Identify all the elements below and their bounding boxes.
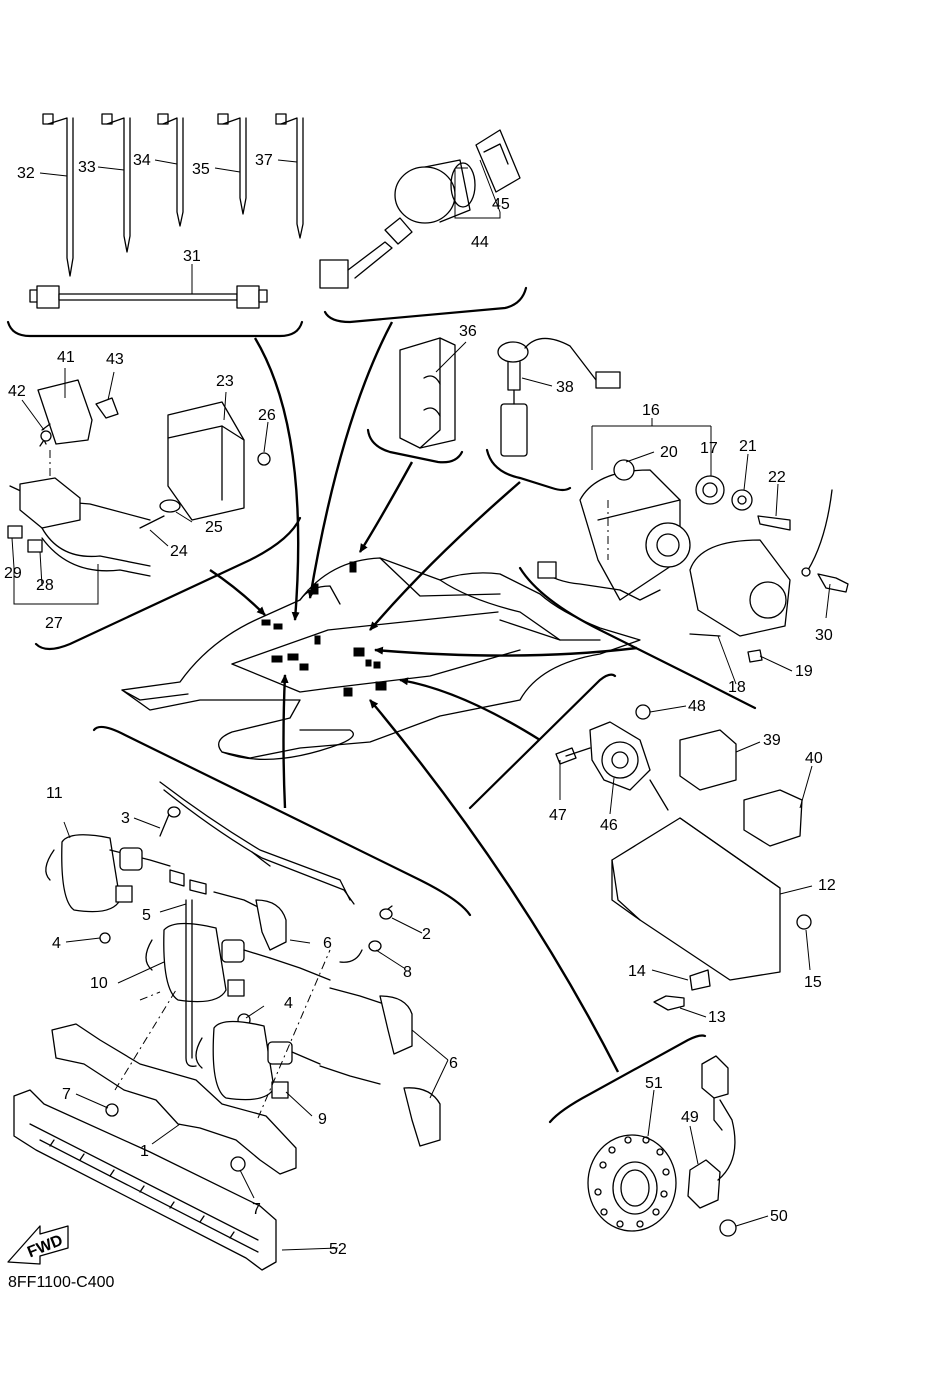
sensor-38 [497,337,621,457]
main-switch [319,129,521,289]
callout-6b: 6 [449,1055,458,1072]
callout-43: 43 [106,351,124,368]
callout-7b: 7 [252,1201,261,1218]
location-arrows [209,321,638,1073]
callout-16: 16 [642,402,660,419]
harness-35 [217,113,247,215]
callout-10: 10 [90,975,108,992]
callout-50: 50 [770,1208,788,1225]
relay-and-sensor-group [555,704,812,1011]
callout-27: 27 [45,615,63,632]
figure-code: 8FF1100-C400 [8,1274,115,1291]
callout-33: 33 [78,159,96,176]
callout-11: 11 [46,785,63,802]
callout-21: 21 [739,438,757,455]
harness-34 [157,113,184,227]
flywheel-sensor-group [587,1055,737,1237]
callout-25: 25 [205,519,223,536]
harness-33 [101,113,131,253]
callout-36: 36 [459,323,477,340]
callout-4a: 4 [52,935,61,952]
callout-3: 3 [121,810,130,827]
fwd-arrow: FWD [7,1225,69,1265]
regulator-group [7,379,271,577]
callout-23: 23 [216,373,234,390]
callout-17: 17 [700,440,718,457]
callout-9: 9 [318,1111,327,1128]
callout-6a: 6 [323,935,332,952]
callout-26: 26 [258,407,276,424]
callout-5: 5 [142,907,151,924]
callout-31: 31 [183,248,201,265]
harness-32 [42,113,74,277]
callout-24: 24 [170,543,188,560]
callout-29: 29 [4,565,22,582]
callout-48: 48 [688,698,706,715]
callout-7a: 7 [62,1086,71,1103]
harness-37 [275,113,304,239]
callout-30: 30 [815,627,833,644]
callout-8: 8 [403,964,412,981]
callout-15: 15 [804,974,822,991]
callout-42: 42 [8,383,26,400]
callout-52: 52 [329,1241,347,1258]
callout-12: 12 [818,877,836,894]
callout-20: 20 [660,444,678,461]
callout-35: 35 [192,161,210,178]
callout-32: 32 [17,165,35,182]
group-brackets [6,286,757,1124]
callout-18: 18 [728,679,746,696]
callout-37: 37 [255,152,273,169]
callout-41: 41 [57,349,75,366]
callout-22: 22 [768,469,786,486]
leader-lines [11,159,831,1251]
callout-13: 13 [708,1009,726,1026]
snowmobile-outline [121,557,641,761]
wire-harness-set [29,113,304,309]
callout-28: 28 [36,577,54,594]
callout-labels: 32 33 34 35 37 31 45 44 36 38 41 43 42 2… [4,152,836,1258]
callout-34: 34 [133,152,151,169]
callout-47: 47 [549,807,567,824]
throttle-sensor-assembly [537,459,849,663]
callout-39: 39 [763,732,781,749]
callout-51: 51 [645,1075,663,1092]
callout-44: 44 [471,234,489,251]
callout-49: 49 [681,1109,699,1126]
callout-45: 45 [492,196,510,213]
junction-block [399,337,456,449]
callout-4b: 4 [284,995,293,1012]
callout-46: 46 [600,817,618,834]
ignition-coil-group [13,781,441,1271]
callout-2: 2 [422,926,431,943]
callout-40: 40 [805,750,823,767]
callout-14: 14 [628,963,646,980]
callout-19: 19 [795,663,813,680]
callout-1: 1 [140,1143,149,1160]
callout-38: 38 [556,379,574,396]
harness-31 [29,285,268,309]
